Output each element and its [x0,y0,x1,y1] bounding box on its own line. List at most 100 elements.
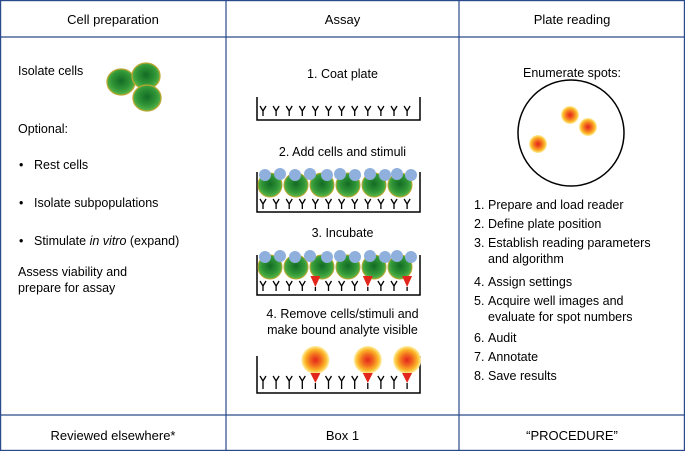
step-number: 4. [474,275,485,289]
step-number: 1. [474,198,485,212]
antibody-mark [390,375,398,389]
incubated-plate-icon [256,250,421,296]
antibody-mark [324,198,333,209]
footer-box-1: Box 1 [325,428,360,443]
antibody-mark [272,280,280,291]
antibody-mark [298,105,306,116]
antibody-mark [377,280,385,291]
plate-reading-step: 7.Annotate [474,350,538,365]
plate-reading-step: 2.Define plate position [474,217,601,232]
footer-procedure: “PROCEDURE” [526,428,618,443]
stimulus-mark [364,250,376,262]
step-text-continued: evaluate for spot numbers [488,310,633,324]
antibody-mark [351,105,359,116]
stimulus-mark [289,251,301,263]
stimulus-mark [259,169,271,181]
stimulate-italic: in vitro [89,234,127,248]
assay-step-3: 3. Incubate [311,226,374,240]
step-number: 8. [474,369,485,383]
isolated-cells-icon [106,62,162,112]
developed-spot-mark [353,346,382,374]
stimulus-mark [274,250,286,262]
antibody-mark [338,198,346,209]
plate-outline [256,172,421,213]
stimulus-mark [391,250,403,262]
stimulate-suffix: (expand) [126,234,180,248]
stimulus-mark [274,168,286,180]
bullet-isolate-subpopulations: Isolate subpopulations [19,196,158,211]
antibody-mark [390,280,398,291]
stimulus-mark [379,169,391,181]
antibody-mark [390,198,398,209]
assay-step-4-line-2: make bound analyte visible [267,323,418,337]
plate-outline [256,356,421,394]
stimulus-mark [391,168,403,180]
stimulate-prefix: Stimulate [34,234,90,248]
antibody-mark [272,105,280,116]
bullet-rest-cells: Rest cells [19,158,88,173]
developed-plate-icon [256,346,422,394]
assess-line-2: prepare for assay [18,281,116,295]
antibody-mark [285,375,293,389]
stimulus-mark [321,169,333,181]
bound-analyte-mark [310,276,321,287]
stimulus-mark [379,251,391,263]
stimulus-mark [334,250,346,262]
plate-reading-step: 1.Prepare and load reader [474,198,624,213]
antibody-mark [285,198,293,209]
antibody-mark [272,375,280,389]
plate-reading-step: 3.Establish reading parameters [474,236,651,251]
antibody-mark [351,198,359,209]
developed-spot-mark [301,346,330,374]
antibody-mark [324,280,333,291]
antibody-mark [364,105,372,116]
stimulus-mark [364,168,376,180]
antibody-mark [377,375,385,389]
well-spots-icon [517,79,625,187]
bound-analyte-mark [402,373,413,383]
assess-line-1: Assess viability and [18,265,128,279]
step-number: 6. [474,331,485,345]
antibody-mark [324,375,333,389]
stimulus-mark [259,251,271,263]
step-text: Annotate [488,350,539,364]
antibody-mark [351,375,359,389]
antibody-mark [403,198,411,209]
footer-reviewed-elsewhere: Reviewed elsewhere* [50,428,176,443]
antibody-mark [377,198,385,209]
stimulus-mark [334,168,346,180]
antibody-mark [259,280,267,291]
antibody-mark [272,198,280,209]
bullet-stimulate: Stimulate in vitro (expand) [19,234,180,249]
stimulus-mark [321,251,333,263]
assay-step-4-line-1: 4. Remove cells/stimuli and [266,307,419,321]
step-number: 5. [474,294,485,308]
plate-reading-step: 5.Acquire well images and [474,294,624,309]
header-plate-reading: Plate reading [533,12,611,27]
antibody-mark [377,105,385,116]
antibody-mark [298,198,306,209]
assay-step-1: 1. Coat plate [307,67,378,81]
stimulus-mark [289,169,301,181]
step-text: Acquire well images and [488,294,624,308]
stimulus-mark [405,251,417,263]
step-number: 2. [474,217,485,231]
step-text: Audit [488,331,517,345]
plate-reading-step: 6.Audit [474,331,517,346]
optional-label: Optional: [18,122,69,136]
step-number: 7. [474,350,485,364]
header-assay: Assay [324,12,361,27]
antibody-mark [259,375,267,389]
antibody-mark [259,105,267,116]
step-text: Establish reading parameters [488,236,651,250]
stimulus-mark [349,169,361,181]
stimulus-mark [405,169,417,181]
plate-with-cells-icon [256,168,421,213]
coated-plate-icon [256,97,421,121]
enumerate-spots-label: Enumerate spots: [523,66,621,80]
step-text: Define plate position [488,217,602,231]
antibody-mark [259,198,267,209]
